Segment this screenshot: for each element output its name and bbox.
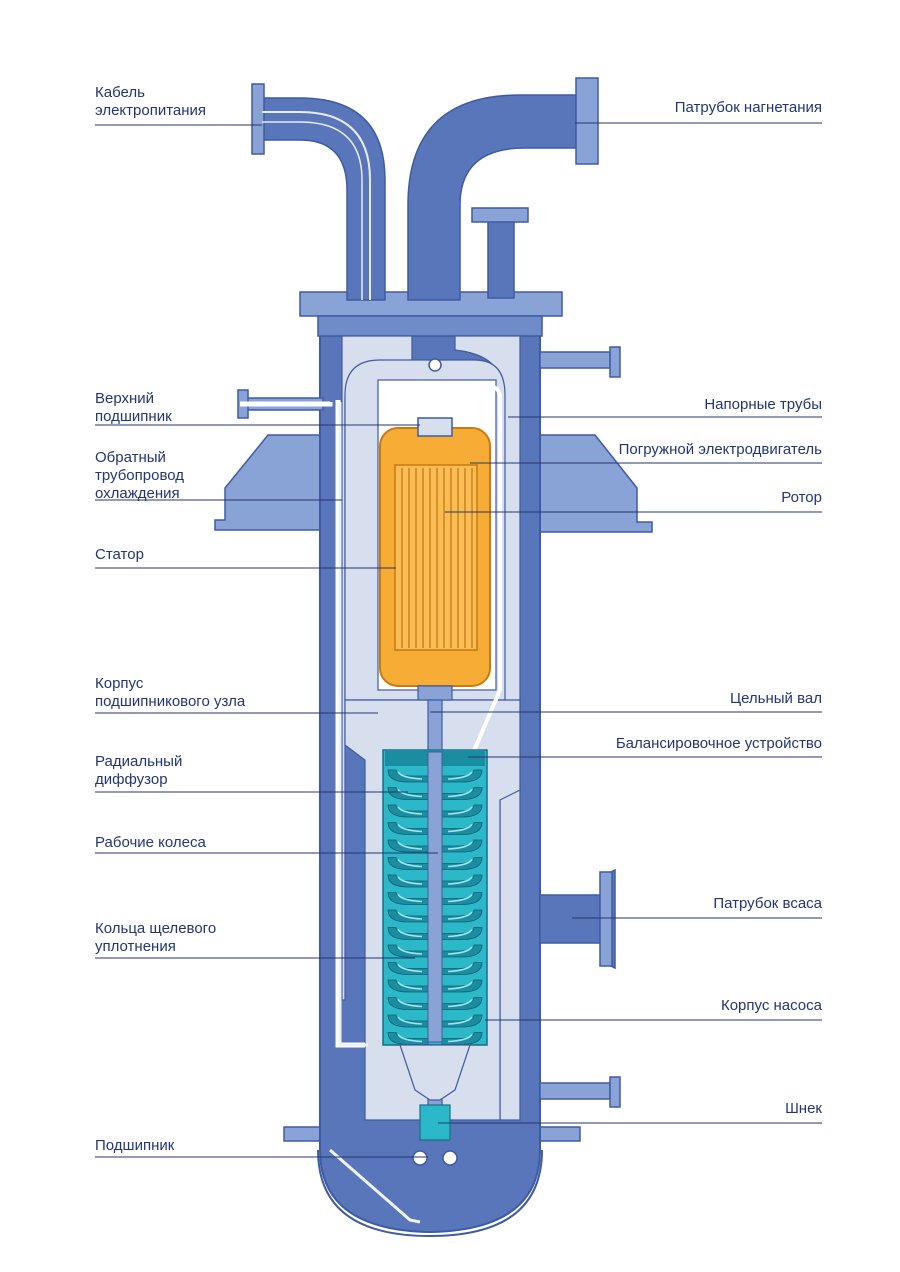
impeller-highlight (447, 788, 473, 798)
impeller-highlight (397, 823, 423, 833)
label-stator: Статор (95, 546, 144, 563)
impeller-highlight (447, 806, 473, 815)
pressure-pipe (468, 385, 502, 761)
impeller-highlight (447, 823, 473, 833)
upper-side-nozzle (539, 346, 621, 378)
power-cable-pipe (251, 83, 386, 301)
mounting-wing-right (539, 434, 653, 533)
impeller-highlight (397, 858, 423, 868)
label-inducer: Шнек (785, 1100, 822, 1117)
impeller-highlight (397, 893, 423, 903)
suction-nozzle (539, 868, 616, 970)
impeller-highlight (397, 963, 423, 973)
impeller-highlight (447, 841, 473, 850)
bottom-flange-right (539, 1126, 581, 1142)
impeller-highlight (447, 771, 473, 780)
impeller-highlight (447, 1016, 473, 1025)
impeller-highlight (397, 998, 423, 1008)
impeller-highlight (447, 876, 473, 885)
label-pump-casing: Корпус насоса (720, 997, 822, 1014)
label-impellers: Рабочие колеса (95, 834, 206, 851)
impeller-highlight (447, 946, 473, 955)
leader-lines (95, 122, 822, 1158)
label-bearing: Подшипник (95, 1137, 175, 1154)
mounting-wing-left (214, 434, 333, 531)
impeller-highlight (397, 806, 423, 815)
impeller-highlight (397, 911, 423, 920)
impeller-highlight (447, 981, 473, 990)
impeller-highlight (397, 1033, 423, 1043)
label-balancing-device: Балансировочное устройство (615, 735, 822, 752)
discharge-pipe (407, 77, 599, 301)
label-submersible-motor: Погружной электродвигатель (618, 441, 822, 458)
impeller-highlight (397, 771, 423, 780)
impeller-highlight (447, 858, 473, 868)
motor (379, 358, 491, 701)
impeller-highlight (397, 981, 423, 990)
impeller-highlight (447, 963, 473, 973)
impeller-highlight (447, 928, 473, 938)
impeller-highlight (397, 841, 423, 850)
impeller-highlight (397, 946, 423, 955)
label-rotor: Ротор (781, 489, 822, 506)
lower-side-nozzle (539, 1076, 621, 1108)
label-suction-nozzle: Патрубок всаса (713, 895, 822, 912)
impeller-highlight (447, 1033, 473, 1043)
label-pressure-pipes: Напорные трубы (704, 396, 822, 413)
label-discharge-nozzle: Патрубок нагнетания (674, 99, 822, 116)
impeller-highlight (397, 788, 423, 798)
impeller-highlight (447, 998, 473, 1008)
label-solid-shaft: Цельный вал (729, 690, 822, 707)
impeller-highlight (397, 1016, 423, 1025)
impeller-highlight (447, 893, 473, 903)
impeller-highlight (397, 876, 423, 885)
impeller-highlight (447, 911, 473, 920)
impeller-highlight (397, 928, 423, 938)
impeller-stack (382, 749, 488, 1166)
top-stub (471, 207, 529, 299)
